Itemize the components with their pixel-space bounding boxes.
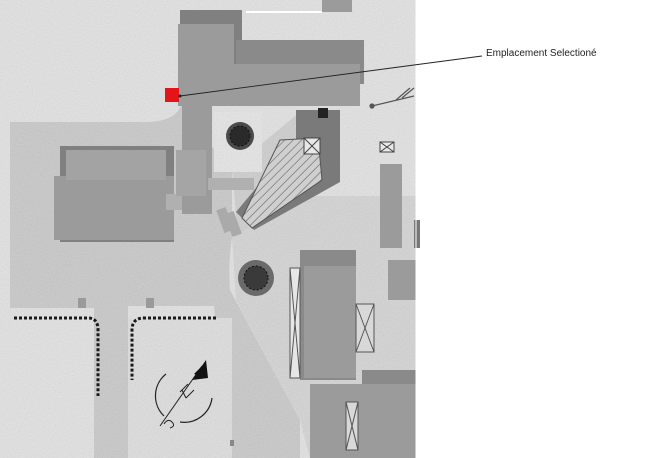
selected-location-marker[interactable] (165, 88, 179, 102)
north-arrow-icon (154, 360, 213, 429)
tree-icon (238, 260, 274, 296)
paved-lower-left (128, 318, 232, 458)
building-bottom-right (310, 370, 416, 458)
building-lower-center (289, 250, 375, 380)
building-top-complex (176, 0, 364, 214)
bollards (78, 298, 154, 308)
annotation-label: Emplacement Selectioné (486, 48, 597, 59)
hedge-right (130, 316, 216, 380)
small-marker (230, 440, 234, 446)
leader-line-end (178, 94, 182, 98)
building-main-left (54, 146, 184, 242)
building-right-column (379, 141, 420, 300)
annotation-leader-line (179, 55, 483, 97)
entry-steps (216, 207, 242, 237)
tree-icon (226, 122, 254, 150)
building-hatched-wing (236, 108, 340, 230)
hedge-left (14, 316, 100, 396)
crane-symbol (369, 87, 415, 109)
